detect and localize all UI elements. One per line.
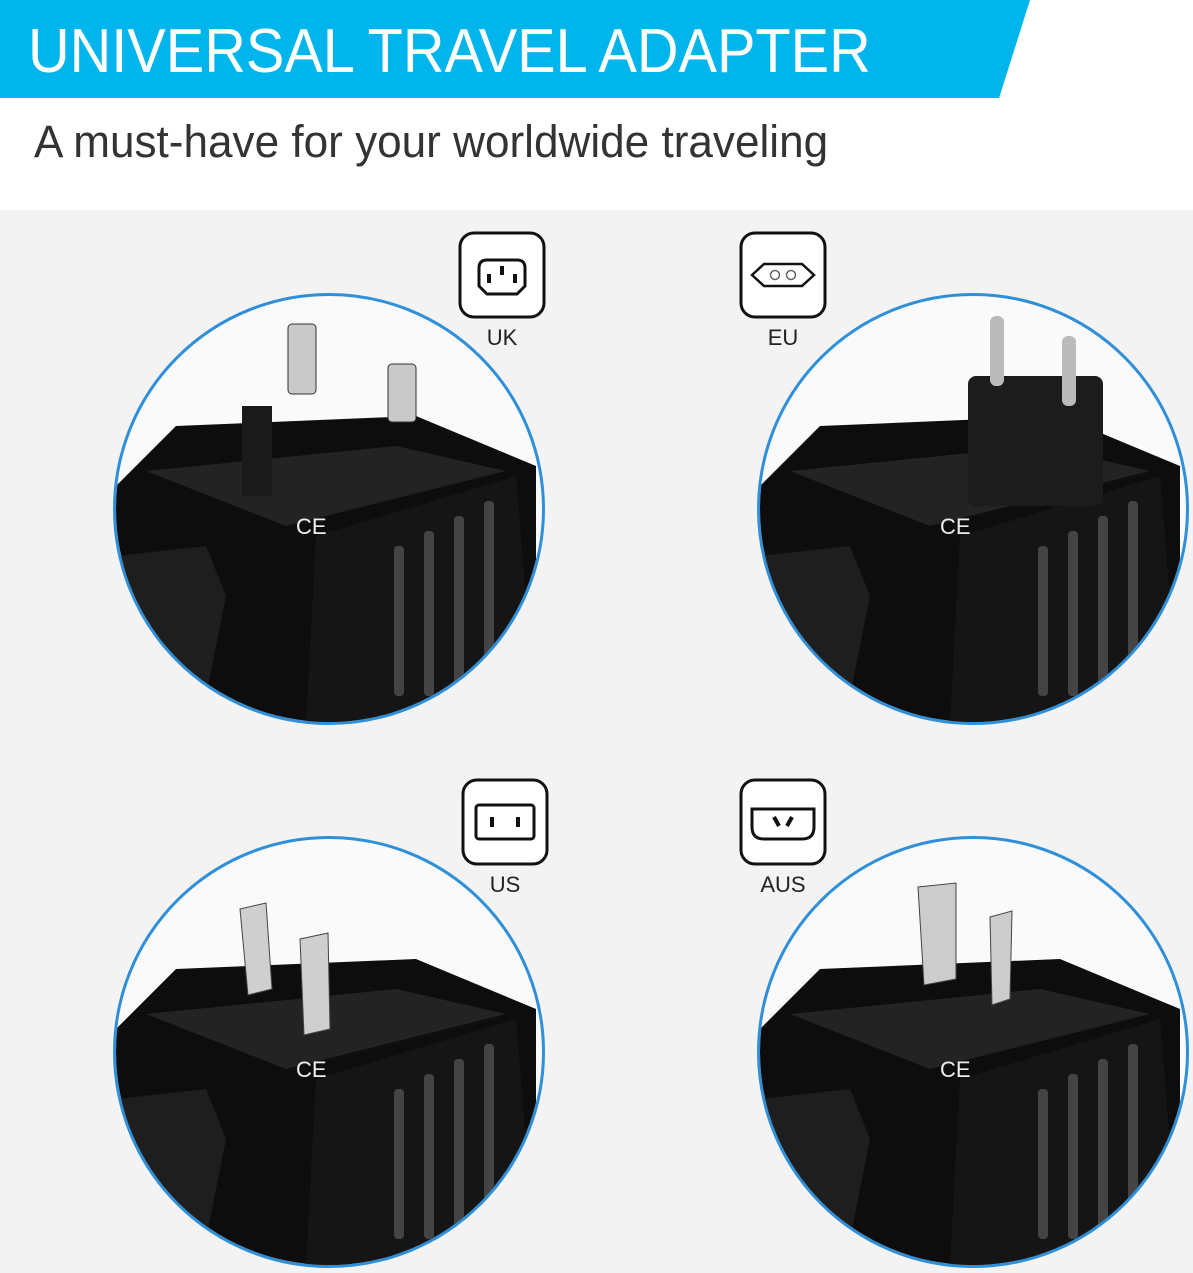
us-socket-icon <box>460 777 550 867</box>
ce-mark: CE <box>940 514 971 539</box>
eu-socket-icon <box>738 230 828 320</box>
adapter-eu-illustration: CE <box>760 316 1180 722</box>
ce-mark: CE <box>296 514 327 539</box>
title-banner: UNIVERSAL TRAVEL ADAPTER <box>0 0 1030 98</box>
socket-label-uk: UK <box>486 325 518 350</box>
socket-label-us: US <box>489 872 521 897</box>
adapter-aus-illustration: CE <box>760 882 1180 1265</box>
adapter-us-illustration: CE <box>116 902 536 1265</box>
ce-mark: CE <box>940 1057 971 1082</box>
page-title: UNIVERSAL TRAVEL ADAPTER <box>28 17 871 86</box>
adapter-photo-aus: CE <box>757 836 1189 1268</box>
adapter-photo-uk: CEEach usb 2.4A <box>113 293 545 725</box>
uk-socket-icon <box>457 230 547 320</box>
aus-socket-icon <box>738 777 828 867</box>
ce-mark: CE <box>296 1057 327 1082</box>
socket-label-eu: EU <box>767 325 799 350</box>
adapter-photo-eu: CE <box>757 293 1189 725</box>
subtitle: A must-have for your worldwide traveling <box>34 116 829 167</box>
header: UNIVERSAL TRAVEL ADAPTER A must-have for… <box>0 0 1193 210</box>
socket-label-aus: AUS <box>760 872 806 897</box>
adapter-photo-us: CEEach usb 2.4A <box>113 836 545 1268</box>
adapter-uk-illustration: CE <box>116 323 536 722</box>
